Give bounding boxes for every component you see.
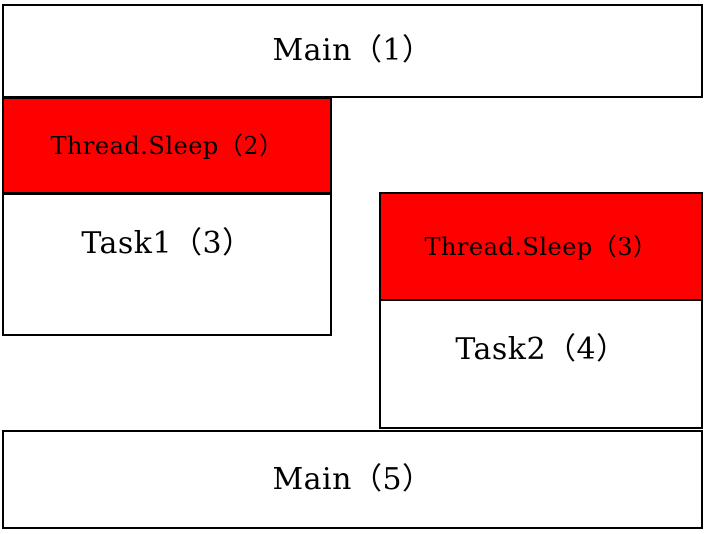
block-task2-4-label: Task2（4）: [455, 332, 627, 367]
block-main-1-label: Main（1）: [272, 33, 433, 68]
block-thread-sleep-2: Thread.Sleep（2）: [2, 97, 332, 194]
block-main-5: Main（5）: [2, 430, 703, 529]
block-task2-4: Task2（4）: [379, 299, 703, 429]
block-task1-3: Task1（3）: [2, 193, 332, 336]
block-main-1: Main（1）: [2, 4, 703, 98]
block-task1-3-label: Task1（3）: [81, 225, 253, 261]
block-main-5-label: Main（5）: [272, 461, 433, 497]
block-thread-sleep-3-label: Thread.Sleep（3）: [424, 232, 658, 261]
block-thread-sleep-3: Thread.Sleep（3）: [379, 192, 703, 301]
block-thread-sleep-2-label: Thread.Sleep（2）: [50, 131, 284, 160]
